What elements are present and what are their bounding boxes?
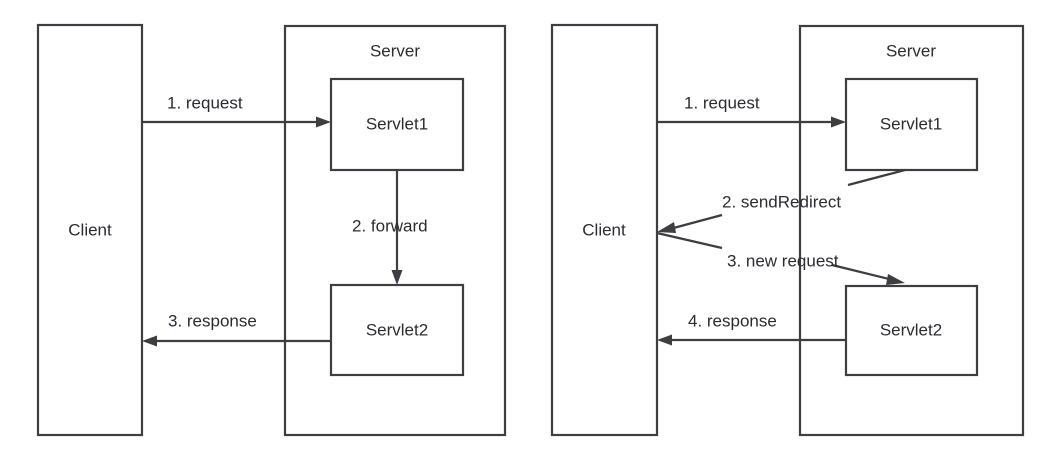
left-arrow-1-label: 1. request — [167, 93, 243, 112]
right-client-box — [550, 23, 659, 437]
left-servlet2-box — [329, 283, 465, 377]
right-servlet2-box — [844, 284, 979, 377]
right-panel: Client Server Servlet1 Servlet2 1. reque… — [550, 23, 1025, 437]
right-arrow-3-label: 3. new request — [727, 251, 839, 270]
right-arrow-2-label: 2. sendRedirect — [722, 192, 841, 211]
left-server-label: Server — [370, 41, 420, 60]
left-arrow-2-forward — [391, 170, 403, 285]
left-servlet2-label: Servlet2 — [366, 320, 428, 339]
left-client-box — [36, 23, 144, 437]
right-server-label: Server — [886, 41, 936, 60]
right-servlet2-label: Servlet2 — [880, 320, 942, 339]
left-arrow-2-label: 2. forward — [352, 216, 428, 235]
right-servlet1-label: Servlet1 — [880, 114, 942, 133]
right-arrow-1-label: 1. request — [684, 93, 760, 112]
left-servlet1-box — [329, 77, 465, 172]
left-arrow-1-request — [142, 116, 331, 128]
right-arrow-1-request — [657, 116, 846, 128]
left-arrow-3-label: 3. response — [168, 311, 257, 330]
right-arrow-4-response — [657, 334, 846, 346]
left-client-label: Client — [68, 220, 112, 239]
right-servlet1-box — [844, 77, 979, 172]
right-client-label: Client — [582, 220, 626, 239]
left-servlet1-label: Servlet1 — [366, 114, 428, 133]
left-panel: Client Server Servlet1 Servlet2 1. reque… — [36, 23, 507, 437]
right-arrow-2-sendredirect — [657, 168, 906, 233]
right-arrow-4-label: 4. response — [688, 311, 777, 330]
left-arrow-3-response — [142, 335, 331, 347]
right-arrow-3-newrequest — [656, 231, 905, 285]
